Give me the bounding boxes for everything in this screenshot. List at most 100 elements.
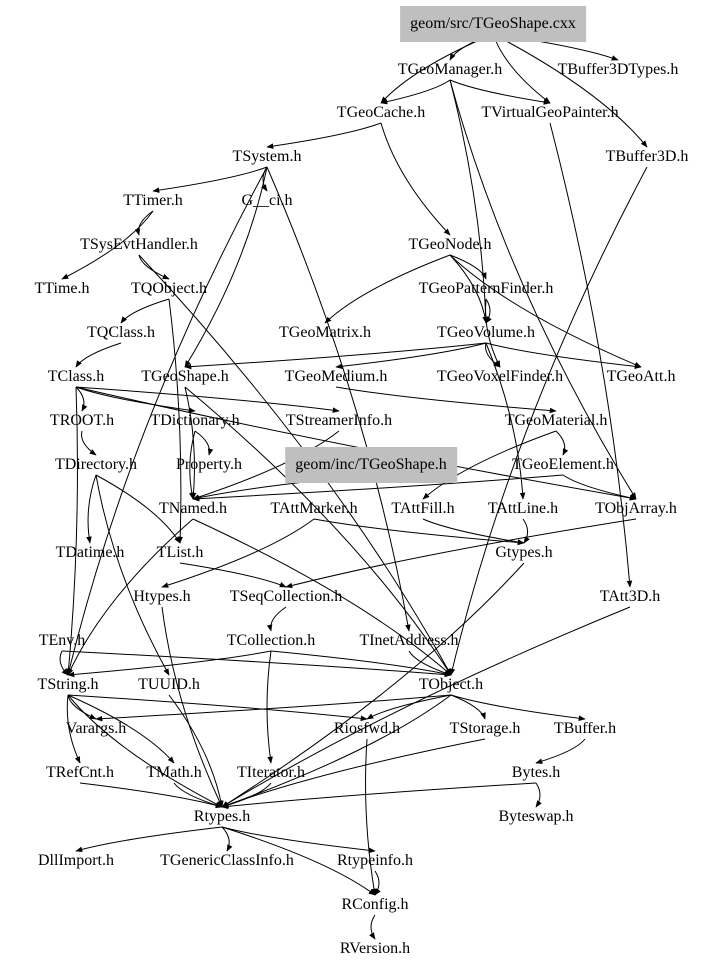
node-tenv[interactable]: TEnv.h [38, 632, 86, 649]
node-rversion[interactable]: RVersion.h [339, 940, 411, 957]
node-tdatime[interactable]: TDatime.h [55, 544, 125, 561]
edge-tbuffer-to-bytes [535, 738, 586, 764]
edge-rconfig-to-rversion [369, 914, 376, 940]
node-incshape[interactable]: geom/inc/TGeoShape.h [285, 447, 457, 483]
node-tgeoshape[interactable]: TGeoShape.h [141, 368, 229, 385]
edge-tstring-to-trefcnt [66, 694, 81, 764]
edge-tsysevthandler-to-tqobject [138, 254, 170, 280]
node-tlist[interactable]: TList.h [156, 544, 204, 561]
node-htypes[interactable]: Htypes.h [133, 588, 191, 605]
node-tatt3d[interactable]: TAtt3D.h [599, 588, 661, 605]
edge-tgeomanager-to-tobjarray [449, 79, 637, 500]
edge-tgeomedium-to-tgeomaterial [335, 386, 557, 414]
edge-htypes-to-rtypes [161, 606, 223, 808]
node-property[interactable]: Property.h [175, 456, 243, 473]
node-cxx[interactable]: geom/src/TGeoShape.cxx [400, 6, 586, 42]
edge-gtypes-to-rtypes [221, 562, 525, 808]
node-tinetaddress[interactable]: TInetAddress.h [359, 632, 459, 649]
edge-tdictionary-to-property [194, 430, 214, 456]
edge-tstreamerinfo-to-tnamed [192, 430, 340, 500]
node-tnamed[interactable]: TNamed.h [159, 500, 227, 517]
edge-tattmarker-to-htypes [161, 518, 315, 588]
node-tmath[interactable]: TMath.h [146, 764, 202, 781]
node-gtypes[interactable]: Gtypes.h [495, 544, 553, 561]
node-rtypeinfo[interactable]: Rtypeinfo.h [337, 852, 413, 869]
node-tgeoelement[interactable]: TGeoElement.h [512, 456, 614, 473]
node-tstreamerinfo[interactable]: TStreamerInfo.h [285, 412, 393, 429]
node-tsysevthandler[interactable]: TSysEvtHandler.h [80, 236, 198, 253]
node-tgeocache[interactable]: TGeoCache.h [336, 104, 426, 121]
node-tseqcollection[interactable]: TSeqCollection.h [229, 588, 343, 605]
edge-tgeopatternfinder-to-tgeovoxelfinder [485, 298, 501, 368]
node-tqclass[interactable]: TQClass.h [87, 324, 155, 341]
edge-tobject-to-tstorage [450, 694, 486, 720]
edge-tvirtualgeopainter-to-tatt3d [549, 122, 633, 588]
node-tattfill[interactable]: TAttFill.h [391, 500, 455, 517]
node-tgeomaterial[interactable]: TGeoMaterial.h [504, 412, 608, 429]
edge-tgeomaterial-to-tattfill [422, 430, 557, 500]
edge-tgeomaterial-to-tgeoelement [555, 430, 569, 456]
edge-tgeopatternfinder-to-tgeovolume [485, 298, 492, 324]
edge-tcollection-to-titerator [266, 650, 273, 764]
edge-tgeovolume-to-tgeovoxelfinder [485, 342, 501, 368]
node-tcollection[interactable]: TCollection.h [226, 632, 316, 649]
edge-tgeonode-to-tgeopatternfinder [449, 254, 487, 280]
node-tgeovoxelfinder[interactable]: TGeoVoxelFinder.h [436, 368, 564, 385]
node-dllimport[interactable]: DllImport.h [38, 852, 114, 869]
node-tbuffer3dtypes[interactable]: TBuffer3DTypes.h [557, 61, 679, 78]
node-tvirtualgeopainter[interactable]: TVirtualGeoPainter.h [481, 104, 619, 121]
edge-rtypes-to-rtypeinfo [221, 826, 376, 854]
edge-tlist-to-tseqcollection [179, 562, 287, 588]
node-ttime[interactable]: TTime.h [34, 280, 90, 297]
node-rconfig[interactable]: RConfig.h [341, 896, 409, 913]
node-tgenericclassinfo[interactable]: TGenericClassInfo.h [160, 852, 294, 869]
node-tgeomanager[interactable]: TGeoManager.h [397, 61, 503, 78]
node-tstorage[interactable]: TStorage.h [449, 720, 521, 737]
edge-tattfill-to-gtypes [422, 518, 525, 545]
node-tbuffer3d[interactable]: TBuffer3D.h [605, 148, 689, 165]
node-tgeovolume[interactable]: TGeoVolume.h [437, 324, 535, 341]
node-tattline[interactable]: TAttLine.h [487, 500, 559, 517]
node-ttimer[interactable]: TTimer.h [123, 192, 183, 209]
node-rtypes[interactable]: Rtypes.h [193, 808, 251, 825]
edge-tenv-to-tstring [59, 650, 69, 676]
node-tqobject[interactable]: TQObject.h [131, 280, 207, 297]
node-byteswap[interactable]: Byteswap.h [498, 808, 574, 825]
node-tgeopatternfinder[interactable]: TGeoPatternFinder.h [418, 280, 554, 297]
node-tgeomatrix[interactable]: TGeoMatrix.h [279, 324, 371, 341]
node-trefcnt[interactable]: TRefCnt.h [46, 764, 114, 781]
edge-tdirectory-to-tdatime [86, 474, 97, 544]
node-tattmarker[interactable]: TAttMarker.h [270, 500, 358, 517]
edge-tcollection-to-tobject [270, 650, 452, 677]
node-tobject[interactable]: TObject.h [418, 676, 484, 693]
node-tgeonode[interactable]: TGeoNode.h [408, 236, 492, 253]
node-tclass[interactable]: TClass.h [47, 368, 105, 385]
node-tdirectory[interactable]: TDirectory.h [54, 456, 138, 473]
node-bytes[interactable]: Bytes.h [511, 764, 561, 781]
edge-tobject-to-riosfwd [366, 694, 452, 720]
edge-tgeoshape-to-tobject [184, 386, 452, 676]
node-tgeomedium[interactable]: TGeoMedium.h [284, 368, 388, 385]
node-tgeoatt[interactable]: TGeoAtt.h [606, 368, 676, 385]
edge-tsystem-to-tinetaddress [266, 166, 411, 632]
edge-tsystem-to-tstring [66, 166, 268, 676]
node-tbuffer[interactable]: TBuffer.h [553, 720, 617, 737]
node-tuuid[interactable]: TUUID.h [138, 676, 200, 693]
node-tobjarray[interactable]: TObjArray.h [595, 500, 677, 517]
edge-tuuid-to-rtypes [168, 694, 224, 808]
edge-tclass-to-troot [75, 386, 88, 412]
node-tstring[interactable]: TString.h [37, 676, 99, 693]
edge-tnamed-to-tstring [67, 518, 194, 676]
node-titerator[interactable]: TIterator.h [237, 764, 305, 781]
node-tdictionary[interactable]: TDictionary.h [150, 412, 240, 429]
node-troot[interactable]: TROOT.h [49, 412, 115, 429]
edge-tgeovolume-to-tgeoshape [184, 342, 487, 370]
node-tsystem[interactable]: TSystem.h [232, 148, 302, 165]
edge-tgeoelement-to-tobjarray [562, 474, 637, 501]
node-varargs[interactable]: Varargs.h [65, 720, 127, 737]
edge-rtypes-to-rconfig [221, 826, 376, 896]
edge-tgeocache-to-tgeonode [380, 122, 451, 236]
node-riosfwd[interactable]: Riosfwd.h [333, 720, 401, 737]
edge-tobject-to-tbuffer [450, 694, 586, 721]
node-gci[interactable]: G__ci.h [241, 192, 293, 209]
